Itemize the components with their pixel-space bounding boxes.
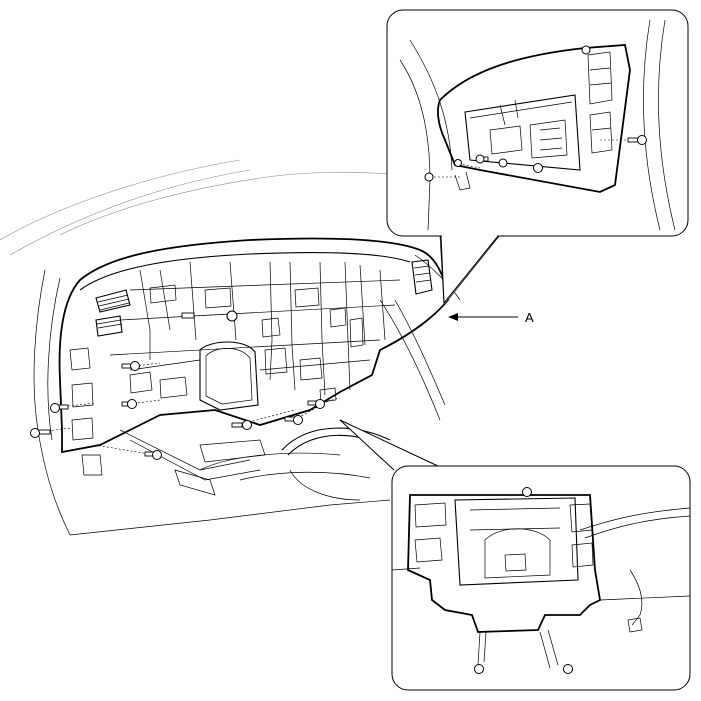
callout-a-label: A bbox=[525, 310, 534, 325]
bolt-icon bbox=[181, 310, 238, 322]
crash-pad-assembly bbox=[58, 237, 449, 454]
detail-inset-bottom bbox=[339, 419, 691, 691]
bolt-icon bbox=[424, 172, 434, 182]
bolt-icon bbox=[627, 135, 647, 145]
bolt-icon bbox=[454, 159, 462, 167]
bolt-icon bbox=[475, 154, 489, 164]
bolt-icon bbox=[474, 664, 484, 674]
bolt-icon bbox=[498, 158, 508, 168]
detail-inset-top bbox=[386, 9, 689, 306]
bolt-icon bbox=[50, 403, 69, 413]
bolt-icon bbox=[307, 399, 325, 409]
bolt-icon bbox=[522, 487, 532, 497]
bolt-icon bbox=[121, 399, 137, 409]
bolt-icon bbox=[231, 420, 252, 430]
bolt-icon bbox=[144, 450, 162, 460]
bolt-icon bbox=[581, 45, 591, 55]
bolt-guide-lines bbox=[39, 313, 341, 456]
bolt-icon bbox=[533, 163, 543, 173]
bolt-icon bbox=[284, 415, 303, 425]
bolt-icon bbox=[121, 361, 140, 371]
callout-a: A bbox=[448, 310, 534, 325]
mounting-bolts bbox=[30, 310, 325, 460]
bolt-icon bbox=[563, 664, 573, 674]
bolt-icon bbox=[30, 428, 51, 438]
